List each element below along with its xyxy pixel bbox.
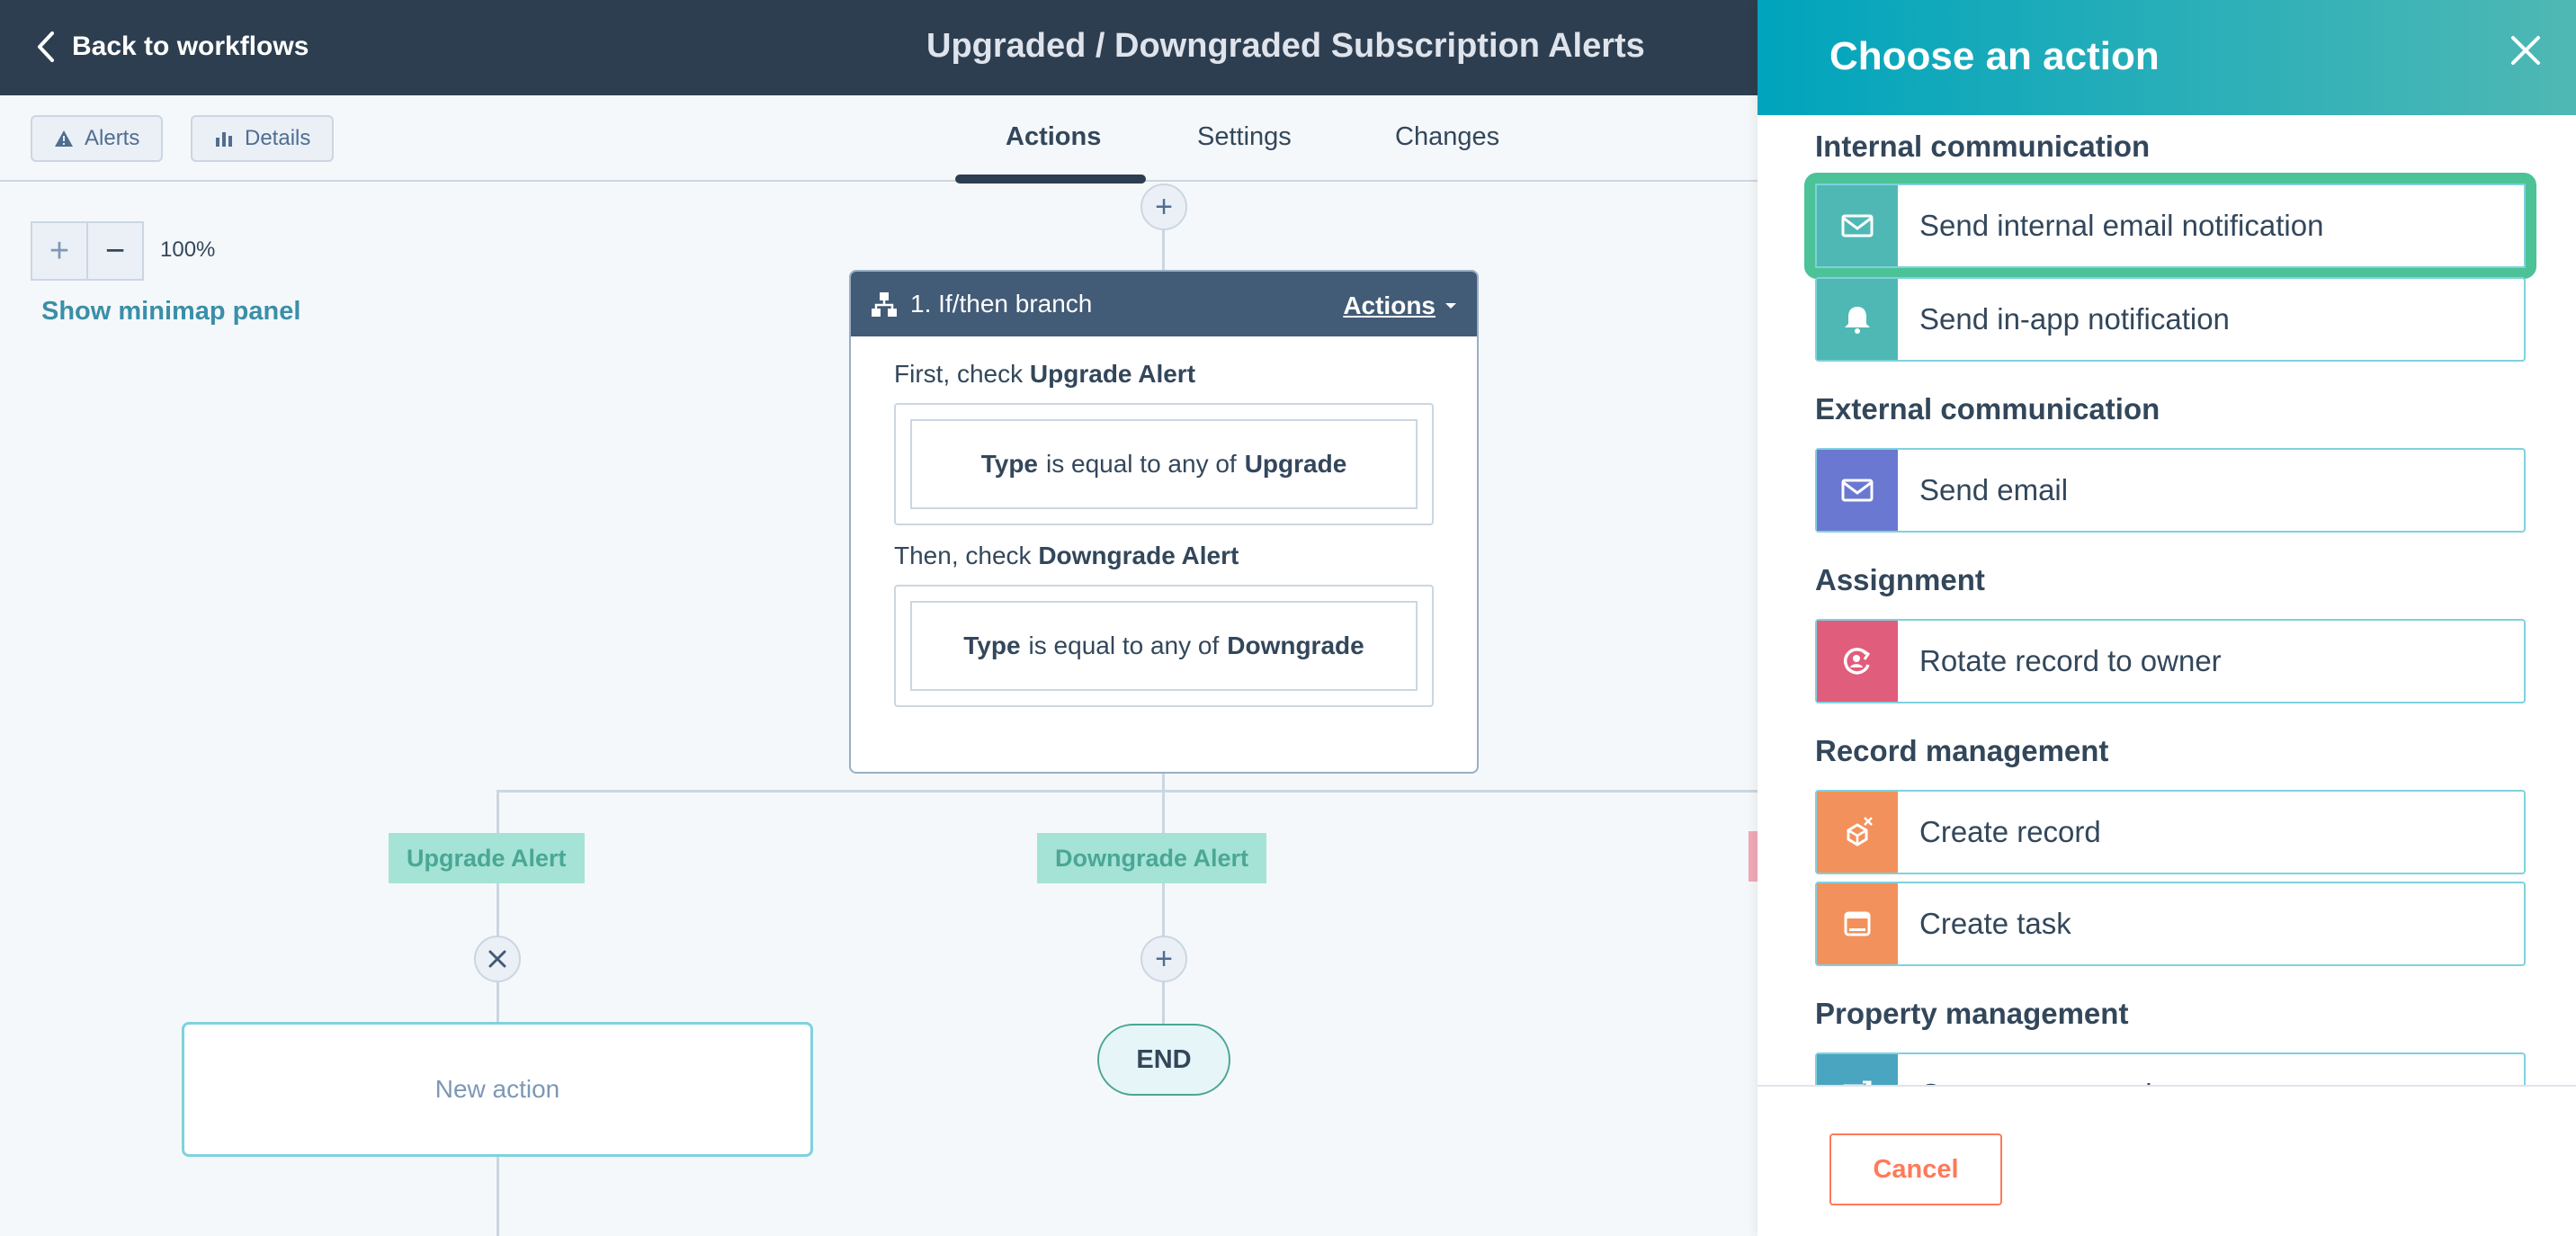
action-create-record[interactable]: Create record: [1815, 790, 2526, 874]
condition-value: Downgrade: [1227, 631, 1364, 659]
chevron-left-icon: [38, 31, 54, 62]
section-property-management: Property management: [1815, 997, 2129, 1030]
panel-body[interactable]: Internal communication Send internal ema…: [1758, 115, 2576, 1085]
first-condition-group: Type is equal to any of Upgrade: [894, 403, 1434, 525]
choose-action-panel: Choose an action Internal communication …: [1758, 0, 2576, 1236]
action-label: Create task: [1919, 907, 2071, 940]
section-assignment: Assignment: [1815, 563, 1985, 596]
cancel-button[interactable]: Cancel: [1829, 1133, 2002, 1205]
close-icon[interactable]: [2506, 31, 2545, 70]
add-step-button[interactable]: +: [1140, 184, 1187, 230]
top-bar: Back to workflows Upgraded / Downgraded …: [0, 0, 1759, 95]
end-node: END: [1097, 1024, 1230, 1096]
back-to-workflows-link[interactable]: Back to workflows: [36, 27, 309, 67]
create-record-icon: [1817, 792, 1898, 873]
section-internal-communication: Internal communication: [1815, 130, 2151, 163]
action-label: Create record: [1919, 815, 2101, 848]
remove-action-button[interactable]: [474, 936, 521, 982]
branch-card-header: 1. If/then branch Actions: [851, 272, 1477, 336]
branch-label-upgrade[interactable]: Upgrade Alert: [389, 833, 585, 883]
branch-icon: [872, 292, 897, 317]
back-label: Back to workflows: [72, 31, 309, 61]
action-label: Send in-app notification: [1919, 302, 2230, 336]
zoom-in-button[interactable]: +: [31, 221, 88, 281]
details-button[interactable]: Details: [191, 115, 335, 162]
then-condition[interactable]: Type is equal to any of Downgrade: [910, 601, 1418, 691]
action-create-task[interactable]: Create task: [1815, 882, 2526, 966]
condition-value: Upgrade: [1244, 450, 1347, 478]
first-prefix: First, check: [894, 360, 1024, 388]
active-tab-indicator: [955, 175, 1146, 184]
action-label: Copy property value: [1919, 1078, 2185, 1085]
branch-actions-dropdown[interactable]: Actions: [1343, 291, 1457, 320]
panel-header: Choose an action: [1758, 0, 2576, 115]
action-send-in-app-notification[interactable]: Send in-app notification: [1815, 277, 2526, 362]
action-label: Send email: [1919, 473, 2069, 506]
then-branch-name: Downgrade Alert: [1038, 542, 1239, 569]
task-icon: [1817, 883, 1898, 964]
action-send-internal-email[interactable]: Send internal email notification: [1804, 173, 2536, 279]
workflow-title[interactable]: Upgraded / Downgraded Subscription Alert…: [926, 27, 1645, 65]
condition-field: Type: [963, 631, 1021, 659]
actions-dropdown-label: Actions: [1343, 291, 1436, 319]
new-action-placeholder[interactable]: New action: [182, 1022, 813, 1157]
zoom-out-button[interactable]: −: [86, 221, 144, 281]
condition-field: Type: [980, 450, 1038, 478]
branch-card-title: 1. If/then branch: [910, 290, 1093, 318]
panel-footer: Cancel: [1758, 1085, 2576, 1236]
sub-toolbar: Alerts Details Actions Settings Changes: [0, 95, 1759, 182]
section-external-communication: External communication: [1815, 392, 2160, 425]
condition-operator: is equal to any of: [1028, 631, 1220, 659]
caret-down-icon: [1445, 303, 1456, 309]
branch-label-downgrade[interactable]: Downgrade Alert: [1037, 833, 1267, 883]
mail-icon: [1817, 185, 1898, 266]
mail-icon: [1817, 450, 1898, 531]
alerts-button[interactable]: Alerts: [31, 115, 164, 162]
then-branch-label: Then, check Downgrade Alert: [894, 542, 1434, 570]
zoom-controls: + −: [31, 221, 144, 281]
then-prefix: Then, check: [894, 542, 1032, 569]
condition-operator: is equal to any of: [1046, 450, 1237, 478]
details-label: Details: [245, 126, 311, 150]
zoom-level: 100%: [160, 237, 216, 262]
alerts-label: Alerts: [85, 126, 140, 150]
branch-connector: [496, 790, 1759, 793]
action-copy-property-value[interactable]: Copy property value: [1815, 1052, 2526, 1085]
rotate-owner-icon: [1817, 621, 1898, 702]
bar-chart-icon: [216, 132, 232, 147]
connector-line: [496, 790, 499, 1022]
connector-line: [496, 1157, 499, 1236]
bell-icon: [1817, 279, 1898, 360]
then-condition-group: Type is equal to any of Downgrade: [894, 585, 1434, 707]
action-label: Rotate record to owner: [1919, 644, 2222, 677]
panel-title: Choose an action: [1829, 34, 2160, 78]
action-rotate-record-to-owner[interactable]: Rotate record to owner: [1815, 619, 2526, 703]
close-icon: [488, 950, 506, 968]
first-branch-name: Upgrade Alert: [1029, 360, 1196, 388]
first-condition[interactable]: Type is equal to any of Upgrade: [910, 419, 1418, 509]
connector-line: [1162, 774, 1165, 1024]
if-then-branch-card[interactable]: 1. If/then branch Actions First, check U…: [849, 270, 1479, 774]
tab-actions[interactable]: Actions: [1006, 122, 1102, 151]
tab-settings[interactable]: Settings: [1197, 122, 1292, 151]
action-send-email[interactable]: Send email: [1815, 448, 2526, 533]
action-label: Send internal email notification: [1919, 209, 2324, 242]
warning-icon: [55, 130, 73, 147]
tab-changes[interactable]: Changes: [1395, 122, 1500, 151]
property-icon: [1817, 1054, 1898, 1085]
section-record-management: Record management: [1815, 734, 2109, 767]
first-branch-label: First, check Upgrade Alert: [894, 360, 1434, 389]
add-step-button-downgrade[interactable]: +: [1140, 936, 1187, 982]
show-minimap-link[interactable]: Show minimap panel: [41, 297, 301, 326]
